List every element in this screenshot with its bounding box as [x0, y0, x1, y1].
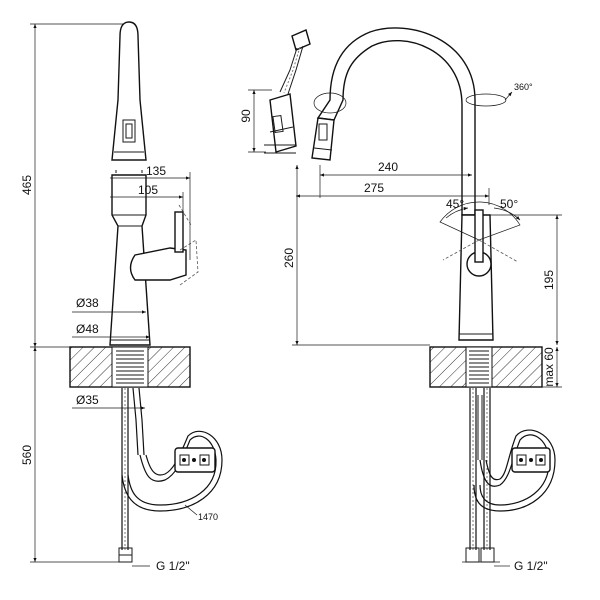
front-body [458, 209, 494, 341]
front-counter [429, 346, 543, 388]
dimension-195-label: 195 [542, 270, 556, 290]
side-view: 465 560 [20, 21, 223, 573]
thread-right-label: G 1/2" [514, 559, 548, 573]
rotation-label: 360° [514, 82, 533, 92]
dimension-465: 465 [20, 23, 128, 348]
dimension-dia-35: Ø35 [72, 393, 145, 410]
dimension-dia-48-label: Ø48 [76, 322, 99, 336]
dimension-465-label: 465 [20, 175, 34, 195]
handle-angles: 45° 50° [439, 197, 521, 263]
front-supply-hoses [462, 388, 500, 563]
front-view: 360° 240 275 260 [282, 27, 562, 573]
dimension-105-label: 105 [138, 183, 158, 197]
dimension-260: 260 [282, 165, 430, 346]
side-pullout-hose [121, 430, 223, 512]
dimension-max-60: max 60 [540, 347, 562, 388]
spray-head-detail: 90 [239, 29, 311, 154]
angle-50-label: 50° [500, 197, 518, 211]
dimension-105: 105 [110, 183, 184, 212]
thread-right: G 1/2" [494, 559, 548, 573]
dimension-240: 240 [319, 160, 472, 198]
dimension-195: 195 [490, 214, 562, 345]
dimension-240-label: 240 [378, 160, 398, 174]
dimension-dia-38-label: Ø38 [76, 296, 99, 310]
spray-90-label: 90 [239, 109, 253, 123]
dimension-275: 275 [296, 181, 490, 205]
thread-left-label: G 1/2" [156, 559, 190, 573]
side-supply-hoses [118, 387, 145, 563]
angle-45-label: 45° [446, 197, 464, 211]
dimension-dia-48: Ø48 [72, 322, 150, 339]
side-spout [111, 21, 147, 220]
side-body [109, 174, 151, 346]
front-pullout-hose [473, 429, 556, 512]
dimension-560: 560 [20, 347, 130, 563]
hose-length-label: 1470 [198, 512, 218, 522]
rotation-marks: 360° [313, 82, 533, 114]
max-60-label: max 60 [542, 347, 556, 387]
dimension-135: 135 [110, 164, 191, 260]
hose-length-callout: 1470 [184, 504, 218, 522]
dimension-135-label: 135 [146, 164, 166, 178]
front-gooseneck [311, 27, 476, 216]
dimension-dia-35-label: Ø35 [76, 393, 99, 407]
side-counter [69, 346, 191, 388]
side-handle [129, 204, 199, 286]
dimension-dia-38: Ø38 [72, 296, 146, 314]
dimension-260-label: 260 [282, 248, 296, 268]
thread-left: G 1/2" [132, 559, 190, 573]
dimension-275-label: 275 [364, 181, 384, 195]
dimension-560-label: 560 [20, 445, 34, 465]
